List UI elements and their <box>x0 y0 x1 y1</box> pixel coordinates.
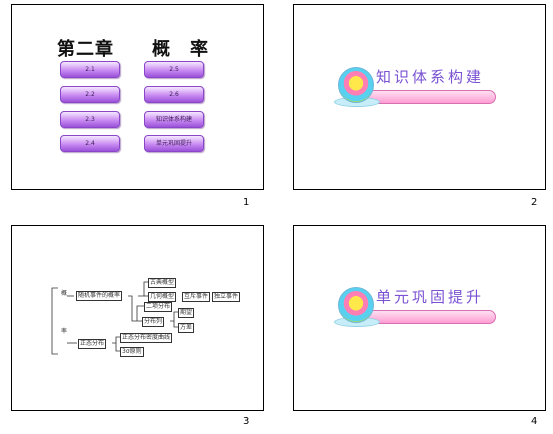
slide-number: 2 <box>531 197 538 208</box>
node-exclusive: 互斥事件 <box>182 292 211 302</box>
nav-button-knowledge-system[interactable]: 知识体系构建 <box>144 111 204 128</box>
node-expectation: 期望 <box>178 308 195 318</box>
nav-button-2-6[interactable]: 2.6 <box>144 86 204 103</box>
nav-button-2-5[interactable]: 2.5 <box>144 61 204 78</box>
node-classical: 古典概型 <box>148 278 177 288</box>
chapter-subject: 概 率 <box>152 39 209 60</box>
slide-number: 1 <box>243 197 250 208</box>
mind-map-lines <box>51 281 178 355</box>
slide-2[interactable]: 知识体系构建 <box>293 4 546 190</box>
node-geometric: 几何概型 <box>148 292 177 302</box>
nav-button-2-4[interactable]: 2.4 <box>60 135 120 152</box>
book-badge-icon <box>338 67 374 103</box>
node-3sigma: 3σ原则 <box>120 347 144 357</box>
root-char-1: 概 <box>61 290 68 297</box>
slide-4[interactable]: 单元巩固提升 <box>293 225 546 411</box>
slide-1[interactable]: 第二章 概 率 2.1 2.2 2.3 2.4 2.5 2.6 知识体系构建 单… <box>11 4 264 190</box>
slide-number: 4 <box>531 416 538 427</box>
nav-button-unit-review[interactable]: 单元巩固提升 <box>144 135 204 152</box>
section-heading: 知识体系构建 <box>376 68 485 86</box>
nav-button-2-2[interactable]: 2.2 <box>60 86 120 103</box>
slide-3[interactable]: 概 率 随机事件的概率 古典概型 几何概型 互斥事件 独立事件 二项分布 分布列… <box>11 225 264 411</box>
chapter-title: 第二章 <box>57 39 114 60</box>
section-heading: 单元巩固提升 <box>376 288 485 306</box>
node-distribution: 分布列 <box>142 317 165 327</box>
node-independent: 独立事件 <box>212 292 241 302</box>
nav-button-2-3[interactable]: 2.3 <box>60 111 120 128</box>
root-char-2: 率 <box>61 328 68 335</box>
nav-button-2-1[interactable]: 2.1 <box>60 61 120 78</box>
node-variance: 方差 <box>178 323 195 333</box>
node-normal-curve: 正态分布密度曲线 <box>120 333 173 343</box>
node-random-event: 随机事件的概率 <box>76 291 123 301</box>
book-badge-icon <box>338 287 374 323</box>
node-normal: 正态分布 <box>78 339 107 349</box>
slide-number: 3 <box>243 416 250 427</box>
node-binomial: 二项分布 <box>144 302 173 312</box>
